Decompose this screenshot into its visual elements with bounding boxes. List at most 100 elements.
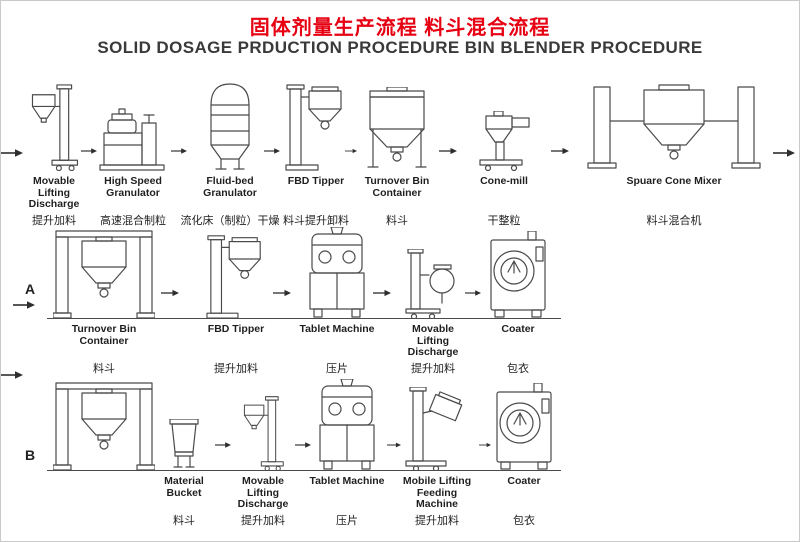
tablet-machine-icon: [305, 227, 369, 319]
flow-arrow: [161, 288, 179, 298]
label-cn: 料斗提升卸料: [283, 215, 349, 227]
label-en: High Speed Granulator: [104, 175, 162, 199]
flow-arrow: [13, 300, 35, 310]
icon-slot: [299, 223, 375, 319]
label-en: Fluid-bed Granulator: [203, 175, 257, 199]
equipment-coater: Coater 包衣: [491, 375, 557, 528]
tablet-machine-icon: [315, 379, 379, 471]
icon-slot: [155, 375, 213, 471]
flow-arrow: [439, 146, 457, 156]
label-en: Tablet Machine: [309, 475, 385, 487]
line-a-marker: A: [25, 281, 36, 297]
high-speed-granulator-icon: [98, 107, 168, 171]
page-subtitle: SOLID DOSAGE PRDUCTION PROCEDURE BIN BLE…: [97, 38, 703, 57]
equipment-cone-mill: Cone-mill 干整粒: [461, 81, 547, 228]
page-title: 固体剂量生产流程 料斗混合流程: [249, 17, 551, 39]
icon-slot: [197, 223, 275, 319]
label-en: Movable Lifting Discharge: [407, 323, 459, 359]
equipment-tablet-machine: Tablet Machine 压片: [309, 375, 385, 528]
label-en: Spuare Cone Mixer: [626, 175, 722, 187]
icon-slot: [19, 81, 89, 171]
icon-slot: [491, 375, 557, 471]
flow-exit-arrow: [773, 148, 795, 158]
equipment-movable-lifting-discharge: Movable Lifting Discharge 提升加料: [231, 375, 295, 528]
equipment-mobile-lifting-feeding-machine: Mobile Lifting Feeding Machine 提升加料: [395, 375, 479, 528]
label-en: FBD Tipper: [207, 323, 265, 335]
label-en: Tablet Machine: [299, 323, 375, 335]
square-cone-mixer-icon: [586, 81, 762, 171]
flow-arrow: [551, 146, 569, 156]
icon-slot: [187, 81, 273, 171]
flow-arrow: [373, 288, 391, 298]
label-cn: 流化床（制粒）干燥: [180, 215, 280, 227]
movable-lifting-discharge-icon: [239, 395, 287, 471]
label-cn: 提升加料: [32, 215, 76, 227]
equipment-high-speed-granulator: High Speed Granulator 高速混合制粒: [97, 81, 169, 228]
label-cn: 高速混合制粒: [100, 215, 166, 227]
equipment-fbd-tipper: FBD Tipper 料斗提升卸料: [283, 81, 349, 228]
coater-icon: [494, 383, 554, 471]
fluid-bed-granulator-icon: [199, 81, 261, 171]
label-cn: 压片: [326, 363, 348, 375]
equipment-fluid-bed-granulator: Fluid-bed Granulator 流化床（制粒）干燥: [181, 81, 280, 228]
bin-in-lifting-frame-icon: [53, 379, 155, 471]
label-cn: 料斗: [386, 215, 408, 227]
label-cn: 料斗混合机: [646, 215, 702, 227]
label-en: Mobile Lifting Feeding Machine: [402, 475, 472, 511]
icon-slot: [51, 223, 157, 319]
label-cn: 料斗: [173, 515, 195, 527]
movable-lifting-discharge-icon: [404, 249, 462, 319]
equipment-square-cone-mixer: Spuare Cone Mixer 料斗混合机: [581, 81, 767, 228]
equipment-movable-lifting-discharge: Movable Lifting Discharge 提升加料: [19, 81, 89, 228]
flow-arrow: [345, 146, 357, 156]
ground-line-b: [47, 470, 561, 471]
turnover-bin-container-icon: [360, 87, 434, 171]
label-cn: 提升加料: [415, 515, 459, 527]
flow-arrow: [273, 288, 291, 298]
label-en: Turnover Bin Container: [71, 323, 137, 347]
flow-arrow: [81, 146, 97, 156]
label-cn: 压片: [336, 515, 358, 527]
equipment-material-bucket: Material Bucket 料斗: [155, 375, 213, 528]
equipment-turnover-bin-container: Turnover Bin Container 料斗: [51, 223, 157, 376]
icon-slot: [395, 375, 479, 471]
label-cn: 提升加料: [411, 363, 455, 375]
label-en: Coater: [507, 475, 541, 487]
material-bucket-icon: [162, 419, 206, 471]
equipment-tablet-machine: Tablet Machine 压片: [299, 223, 375, 376]
ground-line-a: [47, 318, 561, 319]
mobile-lifting-feeding-machine-icon: [403, 387, 471, 471]
label-en: Cone-mill: [480, 175, 528, 187]
icon-slot: [581, 81, 767, 171]
flow-entry-arrow: [1, 370, 23, 380]
label-cn: 包衣: [513, 515, 535, 527]
label-en: Material Bucket: [164, 475, 204, 499]
label-cn: 干整粒: [487, 215, 521, 227]
coater-icon: [488, 231, 548, 319]
label-en: Turnover Bin Container: [364, 175, 430, 199]
icon-slot: [485, 223, 551, 319]
icon-slot: [231, 375, 295, 471]
flow-arrow: [465, 288, 481, 298]
label-cn: 料斗: [93, 363, 115, 375]
icon-slot: [283, 81, 349, 171]
label-cn: 包衣: [507, 363, 529, 375]
label-en: FBD Tipper: [287, 175, 345, 187]
icon-slot: [97, 81, 169, 171]
label-en: Movable Lifting Discharge: [28, 175, 80, 211]
equipment-bin-in-lifting-frame: [51, 375, 157, 471]
cone-mill-icon: [470, 111, 538, 171]
icon-slot: [357, 81, 437, 171]
icon-slot: [309, 375, 385, 471]
equipment-fbd-tipper: FBD Tipper 提升加料: [197, 223, 275, 376]
flow-arrow: [479, 440, 491, 450]
label-cn: 提升加料: [214, 363, 258, 375]
flow-arrow: [264, 146, 280, 156]
movable-lifting-discharge-icon: [26, 83, 82, 171]
label-cn: 提升加料: [241, 515, 285, 527]
icon-slot: [397, 223, 469, 319]
equipment-coater: Coater 包衣: [485, 223, 551, 376]
icon-slot: [51, 375, 157, 471]
label-en: Movable Lifting Discharge: [237, 475, 289, 511]
